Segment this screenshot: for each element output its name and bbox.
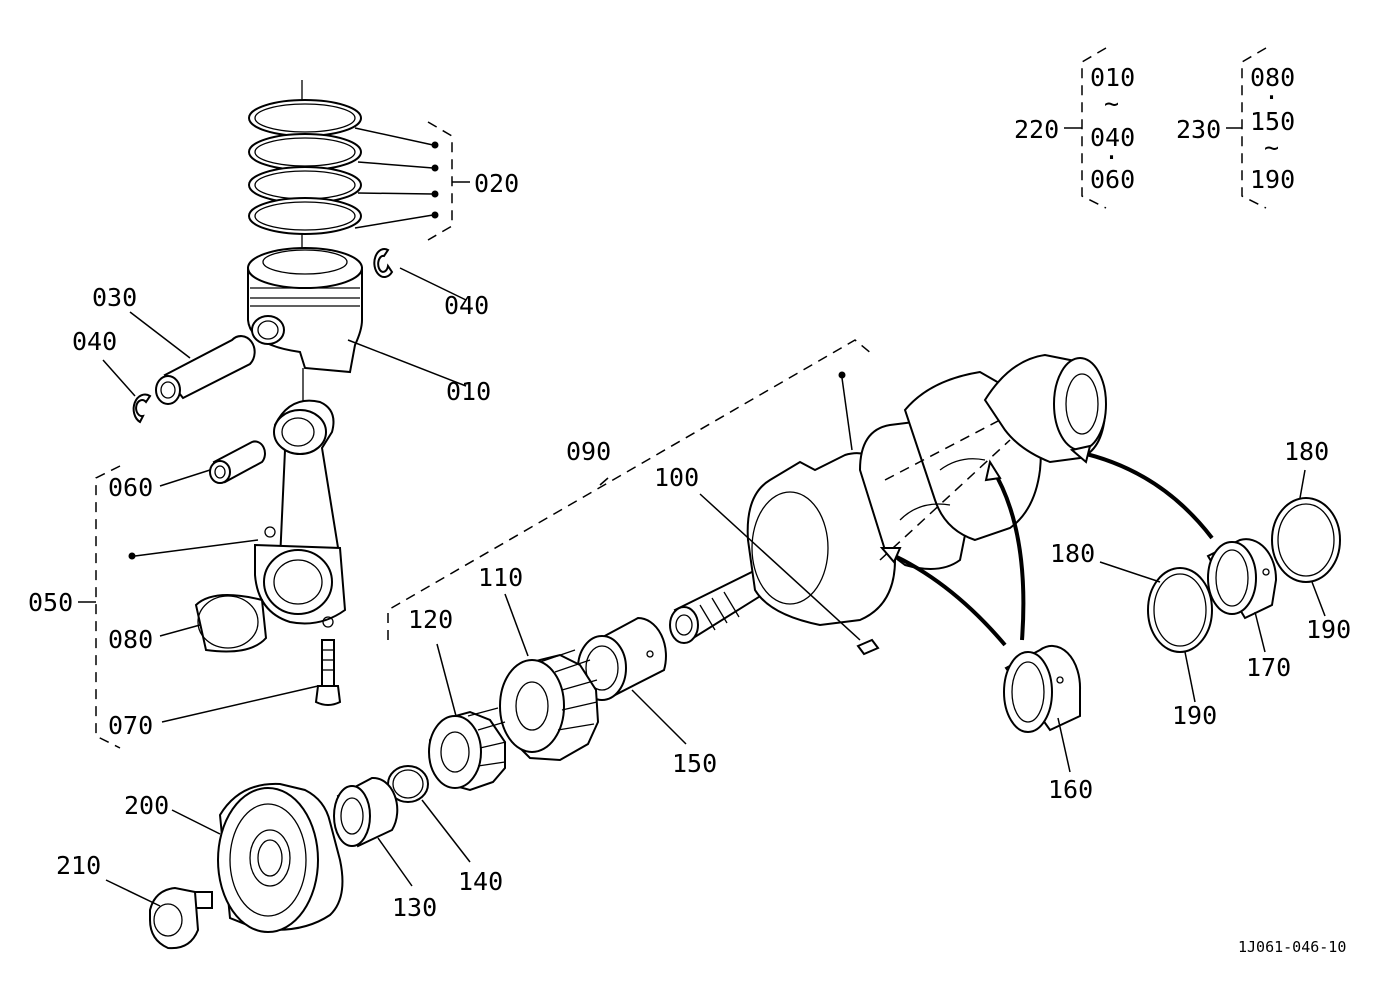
set-230-item-3: 150 (1250, 107, 1295, 136)
thrust-washer-front-a (1147, 567, 1213, 653)
set-220-bracket (1064, 47, 1107, 209)
label-090: 090 (566, 437, 611, 466)
set-230-item-5: 190 (1250, 165, 1295, 194)
label-040-left: 040 (72, 327, 117, 356)
label-110: 110 (478, 563, 523, 592)
rod-bearing (194, 594, 268, 653)
crankshaft-pulley (217, 782, 344, 933)
label-230: 230 (1176, 115, 1221, 144)
label-200: 200 (124, 791, 169, 820)
set-230-item-1: 080 (1250, 63, 1295, 92)
label-150: 150 (672, 749, 717, 778)
label-180-rear: 180 (1284, 437, 1329, 466)
label-080: 080 (108, 625, 153, 654)
set-220-item-5: 060 (1090, 165, 1135, 194)
rod-set-bracket (78, 465, 259, 749)
set-220-item-1: 010 (1090, 63, 1135, 92)
label-170: 170 (1246, 653, 1291, 682)
label-100: 100 (654, 463, 699, 492)
crankshaft-set-bracket (387, 339, 873, 640)
piston-pin (155, 335, 256, 405)
label-180-front: 180 (1050, 539, 1095, 568)
thrust-washer-rear (1271, 497, 1341, 583)
label-210: 210 (56, 851, 101, 880)
label-040-right: 040 (444, 291, 489, 320)
piston (247, 247, 363, 374)
label-130: 130 (392, 893, 437, 922)
small-end-bushing (209, 440, 266, 484)
set-220-item-2: ~ (1104, 89, 1119, 118)
rod-bolt (314, 639, 342, 706)
main-bearing (1003, 644, 1082, 733)
piston-pin-clip-left (132, 393, 152, 424)
label-060: 060 (108, 473, 153, 502)
label-190-front: 190 (1172, 701, 1217, 730)
label-190-rear: 190 (1306, 615, 1351, 644)
set-220-item-4: · (1104, 143, 1119, 172)
drawing-reference: 1J061-046-10 (1238, 938, 1346, 956)
label-160: 160 (1048, 775, 1093, 804)
label-220: 220 (1014, 115, 1059, 144)
label-020: 020 (474, 169, 519, 198)
label-050: 050 (28, 588, 73, 617)
label-120: 120 (408, 605, 453, 634)
label-010: 010 (446, 377, 491, 406)
label-070: 070 (108, 711, 153, 740)
set-230-bracket (1226, 47, 1267, 209)
o-ring (387, 765, 429, 803)
set-230-item-4: ~ (1264, 133, 1279, 162)
connecting-rod (254, 368, 347, 628)
ring-leaders (354, 121, 470, 241)
pulley-bolt (149, 886, 213, 950)
piston-pin-clip-right (373, 248, 394, 279)
crankshaft-gear (499, 649, 600, 762)
set-230-item-2: · (1264, 83, 1279, 112)
set-220-item-3: 040 (1090, 123, 1135, 152)
piston-rings (248, 80, 362, 300)
oil-pump-drive-gear (428, 707, 507, 792)
oil-seal-collar (333, 776, 399, 848)
thrust-bearing (1206, 538, 1278, 620)
label-140: 140 (458, 867, 503, 896)
crankshaft (669, 353, 1107, 656)
label-030: 030 (92, 283, 137, 312)
